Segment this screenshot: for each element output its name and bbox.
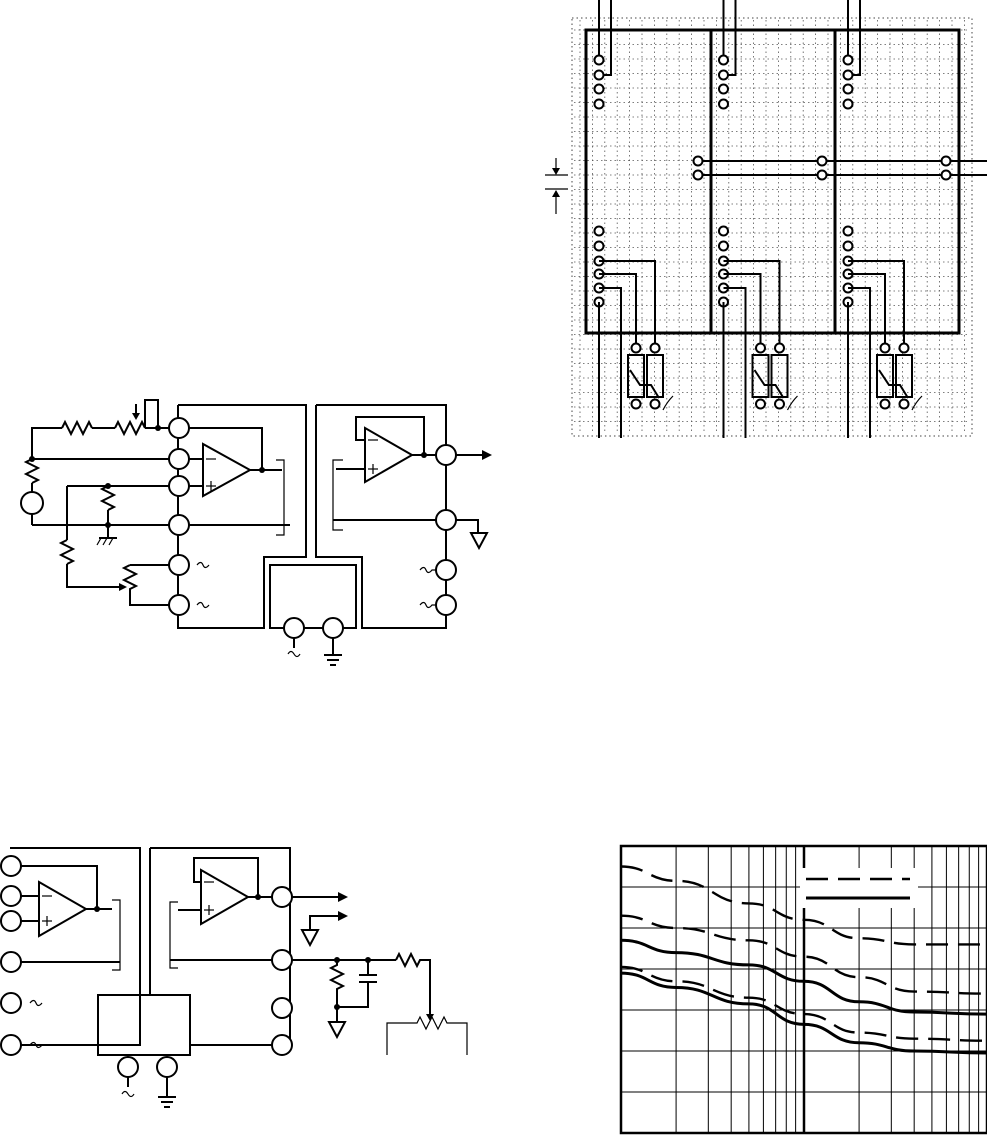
pcb-pad	[756, 400, 765, 409]
pcb-pad	[719, 71, 728, 80]
pcb-pad	[881, 344, 890, 353]
pcb-pad	[844, 85, 853, 94]
pcb-pad	[756, 344, 765, 353]
power-pin	[284, 618, 304, 638]
response-chart	[621, 846, 987, 1133]
pcb-channels	[595, 0, 923, 438]
opamp-1	[203, 444, 250, 496]
pcb-pad	[719, 56, 728, 65]
chart-legend	[800, 868, 918, 908]
pcb-pad	[595, 71, 604, 80]
pcb-pad	[595, 56, 604, 65]
pcb-pad	[595, 85, 604, 94]
pin-2	[169, 449, 189, 469]
pcb-pad	[632, 344, 641, 353]
pcb-trace	[599, 288, 621, 438]
opamp-2	[365, 428, 412, 482]
pin-6	[169, 595, 189, 615]
pcb-pad	[719, 242, 728, 251]
pcb-pad	[775, 344, 784, 353]
pcb-pad	[719, 100, 728, 109]
chart-legend-box	[800, 868, 918, 908]
pin-5	[169, 555, 189, 575]
pcb-pad	[595, 227, 604, 236]
pcb-trace	[912, 396, 922, 410]
pcb-pad	[900, 400, 909, 409]
pcb-pad	[719, 85, 728, 94]
pcb-pad	[844, 100, 853, 109]
common-pin	[436, 510, 456, 530]
pin-3	[169, 476, 189, 496]
pcb-pad	[844, 227, 853, 236]
pcb-trace	[663, 396, 673, 410]
pcb-trace	[724, 274, 761, 348]
pcb-trace	[848, 288, 870, 438]
pcb-pad	[900, 344, 909, 353]
pcb-pad	[651, 344, 660, 353]
spacing-arrows	[545, 158, 568, 214]
pin-1	[169, 418, 189, 438]
pcb-component	[877, 355, 893, 397]
pcb-pad	[775, 400, 784, 409]
pcb-pad	[651, 400, 660, 409]
bridge-circuit	[21, 400, 492, 665]
pcb-trace	[788, 396, 798, 410]
pcb-layout	[545, 0, 987, 438]
pcb-trace	[599, 274, 636, 348]
ground-pin	[323, 618, 343, 638]
pcb-pad	[844, 242, 853, 251]
pcb-pad	[595, 100, 604, 109]
source	[21, 492, 43, 514]
pcb-trace	[724, 288, 746, 438]
pin-4	[169, 515, 189, 535]
pcb-pad	[632, 400, 641, 409]
pcb-pad	[719, 227, 728, 236]
pcb-trace	[848, 274, 885, 348]
pcb-pad	[881, 400, 890, 409]
pcb-pad	[844, 56, 853, 65]
pcb-pad	[595, 242, 604, 251]
pcb-pad	[844, 71, 853, 80]
output-pin	[436, 445, 456, 465]
output-filter-circuit	[1, 848, 467, 1107]
